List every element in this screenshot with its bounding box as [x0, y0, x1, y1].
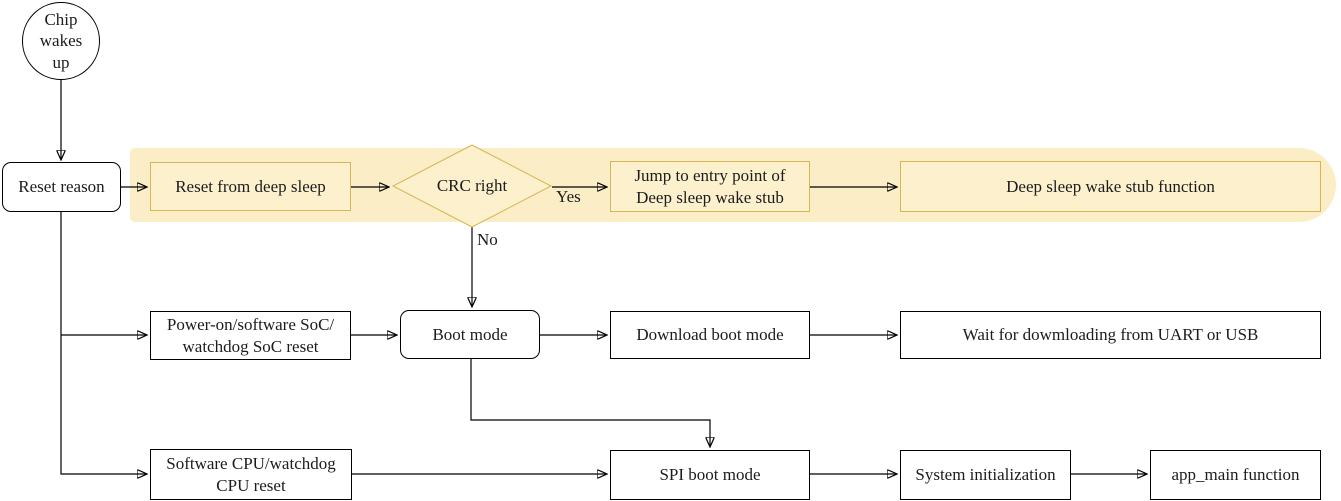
- node-chip-wakes-up: Chip wakes up: [22, 2, 100, 80]
- node-jump-to-entry: Jump to entry point of Deep sleep wake s…: [610, 161, 810, 212]
- node-system-initialization: System initialization: [900, 450, 1071, 500]
- edge-reset-reason-to-software-cpu: [60, 212, 146, 474]
- node-software-cpu-reset: Software CPU/watchdog CPU reset: [150, 449, 352, 500]
- node-download-boot-mode: Download boot mode: [610, 311, 810, 359]
- node-reset-from-deep-sleep: Reset from deep sleep: [150, 162, 351, 211]
- node-deep-sleep-stub: Deep sleep wake stub function: [900, 161, 1321, 212]
- node-crc-right: CRC right: [392, 144, 552, 228]
- node-wait-for-download: Wait for dowmloading from UART or USB: [900, 311, 1321, 359]
- node-reset-reason: Reset reason: [2, 162, 121, 212]
- node-spi-boot-mode: SPI boot mode: [610, 450, 810, 500]
- edge-label-no: No: [477, 230, 498, 249]
- edge-label-yes: Yes: [556, 187, 581, 206]
- node-boot-mode: Boot mode: [400, 310, 540, 359]
- node-app-main: app_main function: [1150, 450, 1321, 500]
- node-power-on-reset: Power-on/software SoC/ watchdog SoC rese…: [150, 311, 351, 360]
- edge-boot-mode-to-spi: [470, 359, 710, 446]
- node-crc-right-label: CRC right: [436, 176, 508, 196]
